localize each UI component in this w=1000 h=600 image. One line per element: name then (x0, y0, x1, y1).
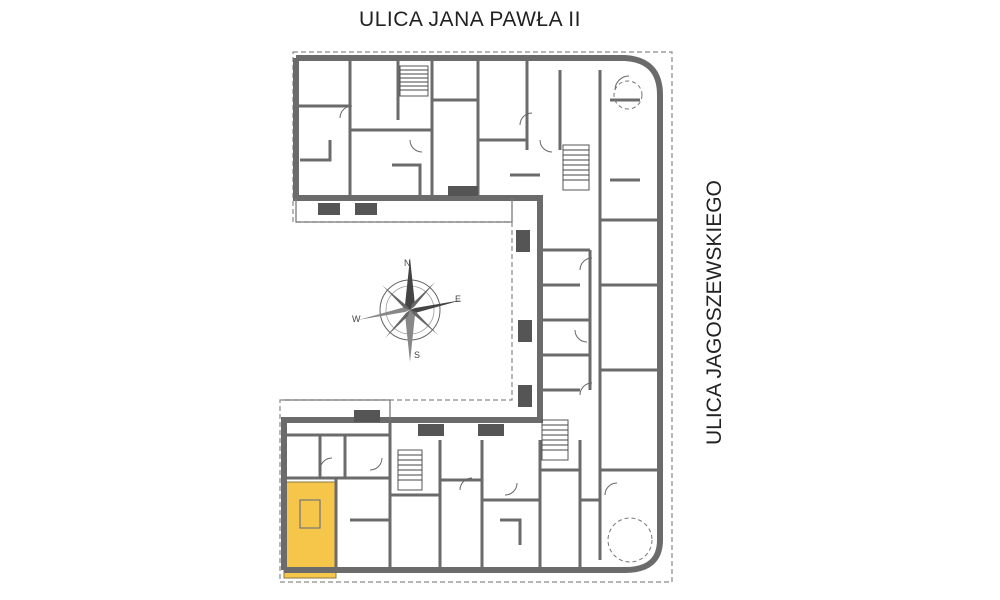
compass-e-label: E (455, 294, 461, 304)
compass-north-arrow (405, 258, 415, 310)
interior-walls (284, 58, 660, 570)
stair-bottom-mid (397, 449, 423, 491)
staircases (318, 65, 590, 491)
compass-w-label: W (352, 314, 361, 324)
stair-top-right (562, 144, 590, 191)
stair-bottom-right (541, 419, 569, 461)
compass-rose: N S E W (352, 258, 462, 362)
stair-top-left (399, 65, 429, 97)
door-swings (319, 75, 653, 563)
compass-n-label: N (404, 258, 411, 268)
outer-walls (281, 55, 663, 573)
compass-s-label: S (414, 350, 420, 360)
street-label-top: ULICA JANA PAWŁA II (359, 8, 581, 31)
highlighted-apartment[interactable] (283, 481, 337, 579)
apartment-inner-room (299, 499, 321, 529)
property-boundary (279, 51, 673, 583)
